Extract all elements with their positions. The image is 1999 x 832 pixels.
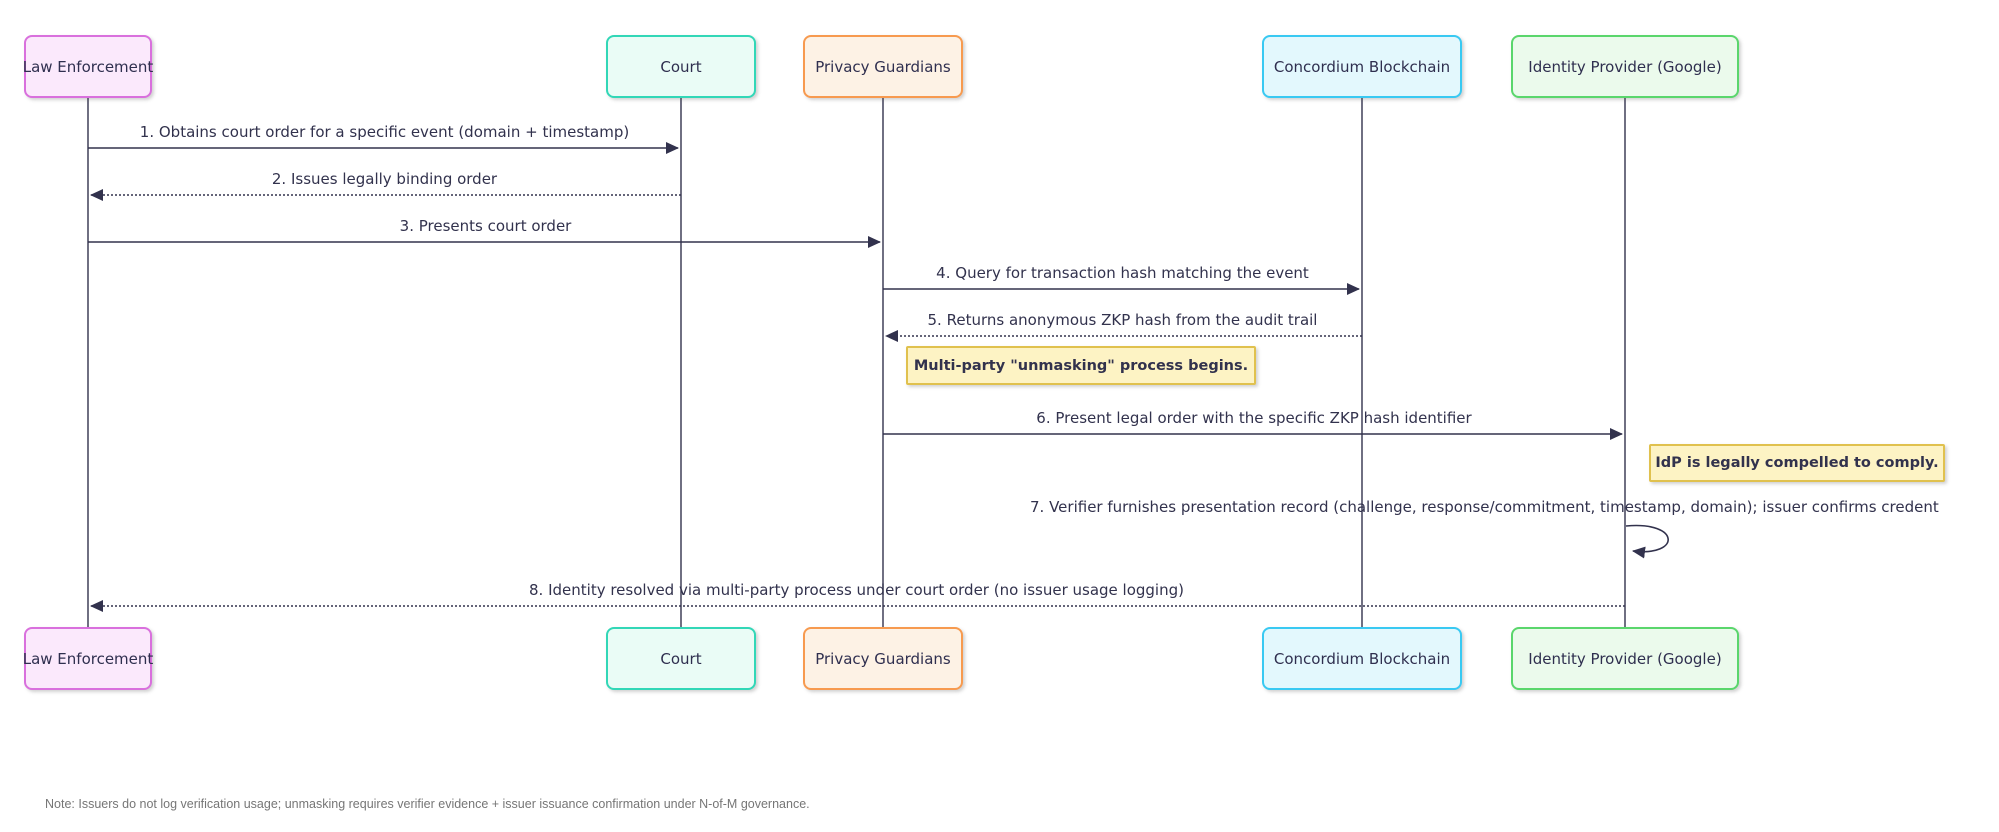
actor-concordium-bottom: Concordium Blockchain — [1262, 627, 1462, 690]
message-label-3: 3. Presents court order — [399, 217, 572, 235]
note-idp: IdP is legally compelled to comply. — [1649, 444, 1945, 482]
message-label-4: 4. Query for transaction hash matching t… — [936, 264, 1309, 282]
actor-idp-bottom: Identity Provider (Google) — [1511, 627, 1739, 690]
message-label-1: 1. Obtains court order for a specific ev… — [139, 123, 630, 141]
message-label-6: 6. Present legal order with the specific… — [1036, 409, 1472, 427]
actor-privacy-guardians-top: Privacy Guardians — [803, 35, 963, 98]
actor-court-bottom: Court — [606, 627, 756, 690]
actor-privacy-guardians-bottom: Privacy Guardians — [803, 627, 963, 690]
note-unmasking: Multi-party "unmasking" process begins. — [906, 346, 1256, 385]
actor-idp-top: Identity Provider (Google) — [1511, 35, 1739, 98]
actor-law-enforcement-top: Law Enforcement — [23, 35, 153, 98]
message-label-5: 5. Returns anonymous ZKP hash from the a… — [927, 311, 1318, 329]
actor-concordium-top: Concordium Blockchain — [1262, 35, 1462, 98]
message-label-7: 7. Verifier furnishes presentation recor… — [1030, 498, 1939, 516]
message-7-self-loop — [1625, 524, 1669, 559]
message-label-8: 8. Identity resolved via multi-party pro… — [529, 581, 1184, 599]
lifelines-group — [87, 97, 1626, 627]
actor-law-enforcement-bottom: Law Enforcement — [23, 627, 153, 690]
message-label-2: 2. Issues legally binding order — [271, 170, 498, 188]
actor-court-top: Court — [606, 35, 756, 98]
governance-footnote: Note: Issuers do not log verification us… — [45, 797, 810, 811]
message-arrows-group — [88, 142, 1669, 612]
